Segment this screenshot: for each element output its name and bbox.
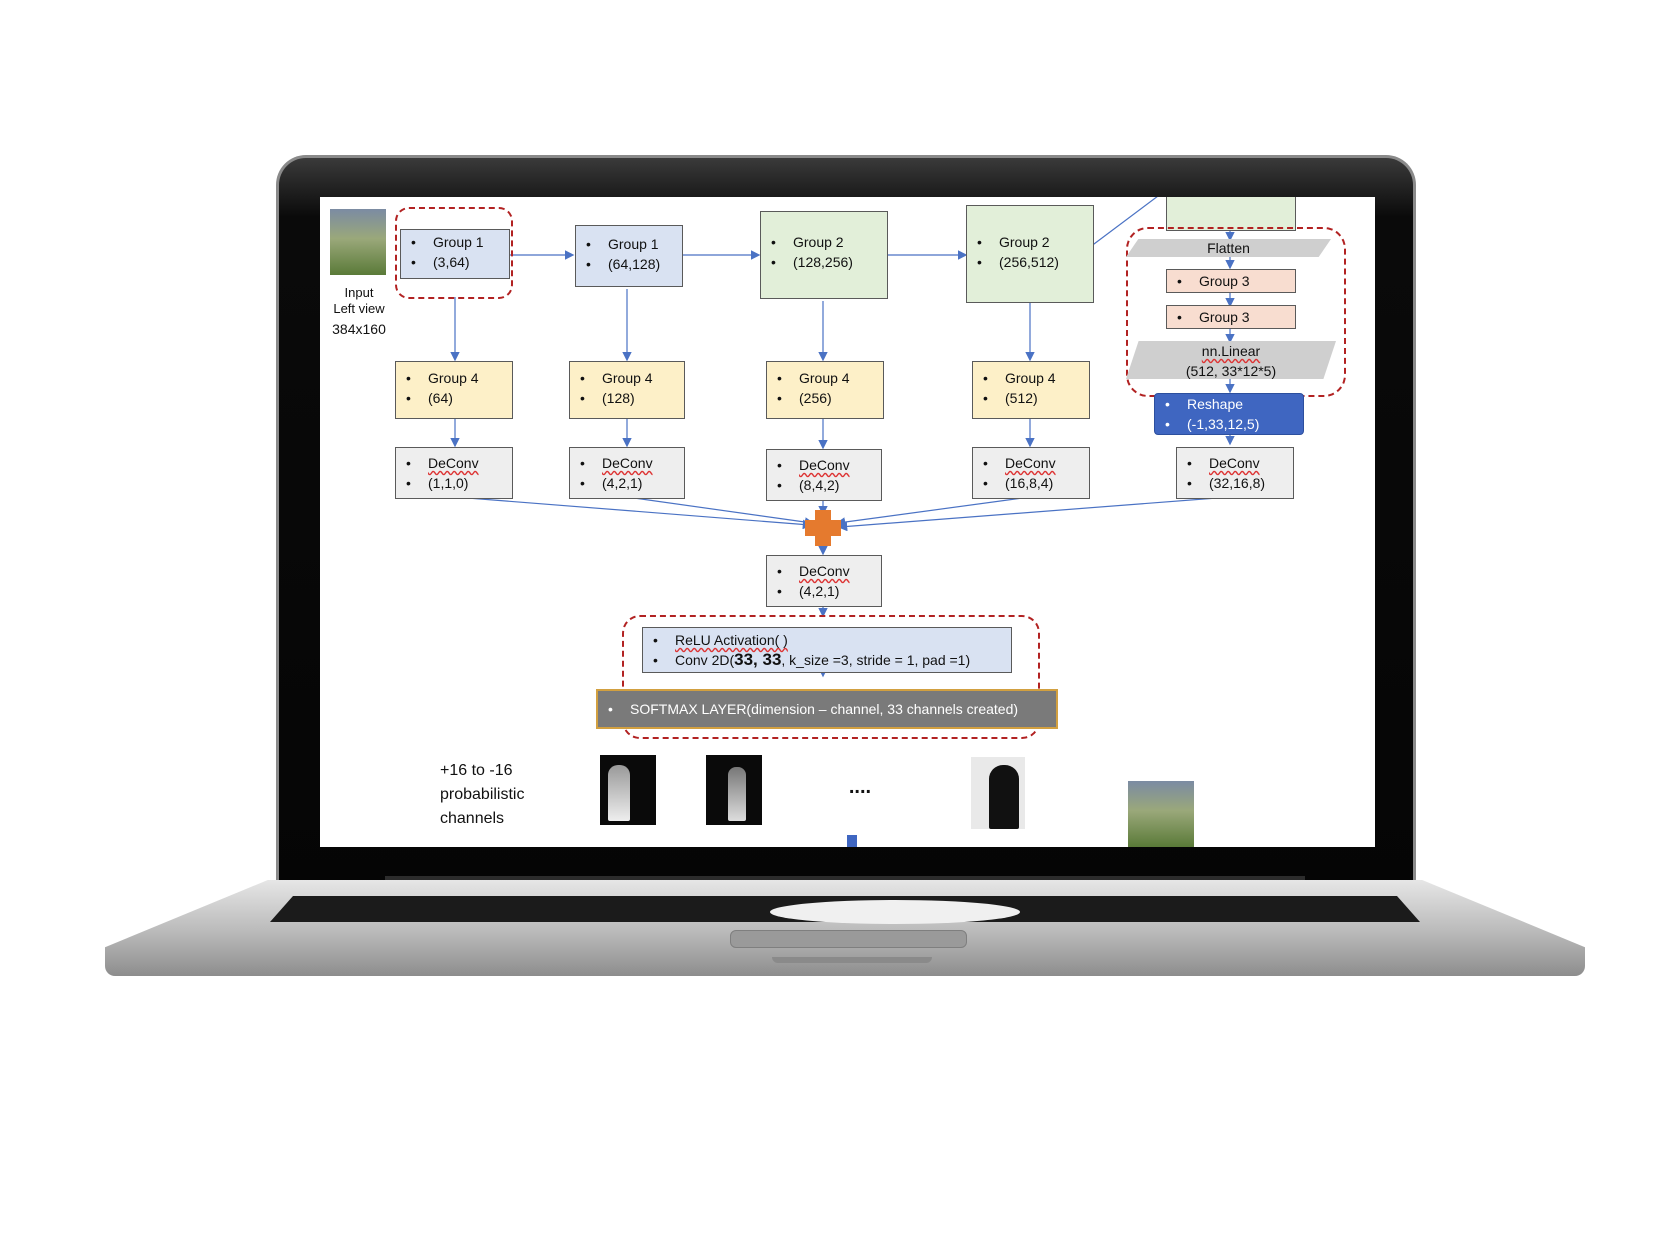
conv-bold: 33, 33 bbox=[734, 650, 782, 669]
center-deconv-l2: (4,2,1) bbox=[777, 581, 881, 601]
main-box-1: Group 1 (3,64) bbox=[400, 229, 510, 279]
channels-l1: +16 to -16 bbox=[440, 762, 513, 779]
deconv-box-1: DeConv (1,1,0) bbox=[395, 447, 513, 499]
g4-box-2-l1: Group 4 bbox=[580, 368, 684, 388]
group3-a-label: Group 3 bbox=[1177, 271, 1295, 291]
partial-shape bbox=[847, 835, 857, 847]
flatten-layer: Flatten bbox=[1126, 239, 1331, 257]
g4-box-1-l1: Group 4 bbox=[406, 368, 512, 388]
deconv-box-1-l2: (1,1,0) bbox=[406, 473, 512, 493]
g4-box-1-l2: (64) bbox=[406, 388, 512, 408]
linear-l1: nn.Linear bbox=[1201, 343, 1261, 359]
g4-box-3: Group 4 (256) bbox=[766, 361, 884, 419]
input-image bbox=[330, 209, 386, 275]
main-box-3-l2: (128,256) bbox=[771, 252, 887, 272]
linear-layer: nn.Linear (512, 33*12*5) bbox=[1126, 341, 1336, 379]
deconv-box-3: DeConv (8,4,2) bbox=[766, 449, 882, 501]
input-line2: Left view bbox=[333, 301, 385, 316]
output-image bbox=[1128, 781, 1194, 847]
main-box-4: Group 2 (256,512) bbox=[966, 205, 1094, 303]
deconv-box-4-l2: (16,8,4) bbox=[983, 473, 1089, 493]
highlight-group1 bbox=[395, 207, 513, 299]
channel-map-last bbox=[971, 757, 1025, 829]
g4-box-4-l2: (512) bbox=[983, 388, 1089, 408]
deconv-box-5: DeConv (32,16,8) bbox=[1176, 447, 1294, 499]
conv-line: Conv 2D(33, 33, k_size =3, stride = 1, p… bbox=[653, 650, 1011, 670]
laptop-trackpad bbox=[730, 930, 967, 948]
main-box-3-l1: Group 2 bbox=[771, 232, 887, 252]
main-box-3: Group 2 (128,256) bbox=[760, 211, 888, 299]
input-caption: Input Left view 384x160 bbox=[320, 285, 398, 337]
deconv-box-2: DeConv (4,2,1) bbox=[569, 447, 685, 499]
g4-box-4: Group 4 (512) bbox=[972, 361, 1090, 419]
plus-operator bbox=[805, 510, 841, 546]
relu-label: ReLU Activation( ) bbox=[675, 632, 788, 648]
softmax-label: SOFTMAX LAYER(dimension – channel, 33 ch… bbox=[608, 699, 1056, 719]
channels-l3: channels bbox=[440, 810, 505, 827]
main-box-2: Group 1 (64,128) bbox=[575, 225, 683, 287]
center-deconv-box: DeConv (4,2,1) bbox=[766, 555, 882, 607]
g4-box-3-l2: (256) bbox=[777, 388, 883, 408]
reshape-l2: (-1,33,12,5) bbox=[1165, 414, 1303, 434]
relu-line: ReLU Activation( ) bbox=[653, 630, 1011, 650]
deconv-box-3-l1: DeConv bbox=[777, 455, 881, 475]
channel-map-1 bbox=[600, 755, 656, 825]
diagram-connectors bbox=[450, 197, 1235, 678]
main-box-1-l2: (3,64) bbox=[411, 252, 509, 272]
reshape-box: Reshape (-1,33,12,5) bbox=[1154, 393, 1304, 435]
group3-box-a: Group 3 bbox=[1166, 269, 1296, 293]
main-box-4-l1: Group 2 bbox=[977, 232, 1093, 252]
relu-conv-box: ReLU Activation( ) Conv 2D(33, 33, k_siz… bbox=[642, 627, 1012, 673]
laptop-screen: Input Left view 384x160 Group 1 (3,64) G… bbox=[320, 197, 1375, 847]
reshape-l1: Reshape bbox=[1165, 394, 1303, 414]
g4-box-4-l1: Group 4 bbox=[983, 368, 1089, 388]
main-box-4-l2: (256,512) bbox=[977, 252, 1093, 272]
linear-l2: (512, 33*12*5) bbox=[1185, 363, 1277, 379]
center-deconv-l1: DeConv bbox=[777, 561, 881, 581]
main-box-2-l1: Group 1 bbox=[586, 234, 682, 254]
deconv-box-4: DeConv (16,8,4) bbox=[972, 447, 1090, 499]
keyboard-glare bbox=[770, 900, 1020, 924]
input-line3: 384x160 bbox=[332, 321, 386, 337]
channels-l2: probabilistic bbox=[440, 786, 525, 803]
laptop-front-lip bbox=[772, 957, 932, 963]
deconv-box-3-l2: (8,4,2) bbox=[777, 475, 881, 495]
deconv-box-1-l1: DeConv bbox=[406, 453, 512, 473]
channel-map-2 bbox=[706, 755, 762, 825]
deconv-box-4-l1: DeConv bbox=[983, 453, 1089, 473]
deconv-box-5-l2: (32,16,8) bbox=[1187, 473, 1293, 493]
channels-ellipsis: .... bbox=[848, 776, 872, 798]
deconv-box-2-l2: (4,2,1) bbox=[580, 473, 684, 493]
conv-prefix: Conv 2D( bbox=[675, 652, 735, 668]
softmax-layer-box: SOFTMAX LAYER(dimension – channel, 33 ch… bbox=[596, 689, 1058, 729]
g4-box-2: Group 4 (128) bbox=[569, 361, 685, 419]
g4-box-1: Group 4 (64) bbox=[395, 361, 513, 419]
deconv-box-5-l1: DeConv bbox=[1187, 453, 1293, 473]
channels-caption: +16 to -16 probabilistic channels bbox=[440, 759, 590, 831]
main-box-2-l2: (64,128) bbox=[586, 254, 682, 274]
arrow-lines bbox=[450, 197, 1235, 678]
deconv-box-2-l1: DeConv bbox=[580, 453, 684, 473]
group3-b-label: Group 3 bbox=[1177, 307, 1295, 327]
group3-box-b: Group 3 bbox=[1166, 305, 1296, 329]
g4-box-3-l1: Group 4 bbox=[777, 368, 883, 388]
g4-box-2-l2: (128) bbox=[580, 388, 684, 408]
input-line1: Input bbox=[344, 285, 374, 300]
highlight-output-block bbox=[622, 615, 1040, 739]
main-box-1-l1: Group 1 bbox=[411, 232, 509, 252]
right-top-box bbox=[1166, 197, 1296, 231]
conv-suffix: , k_size =3, stride = 1, pad =1) bbox=[781, 652, 971, 668]
